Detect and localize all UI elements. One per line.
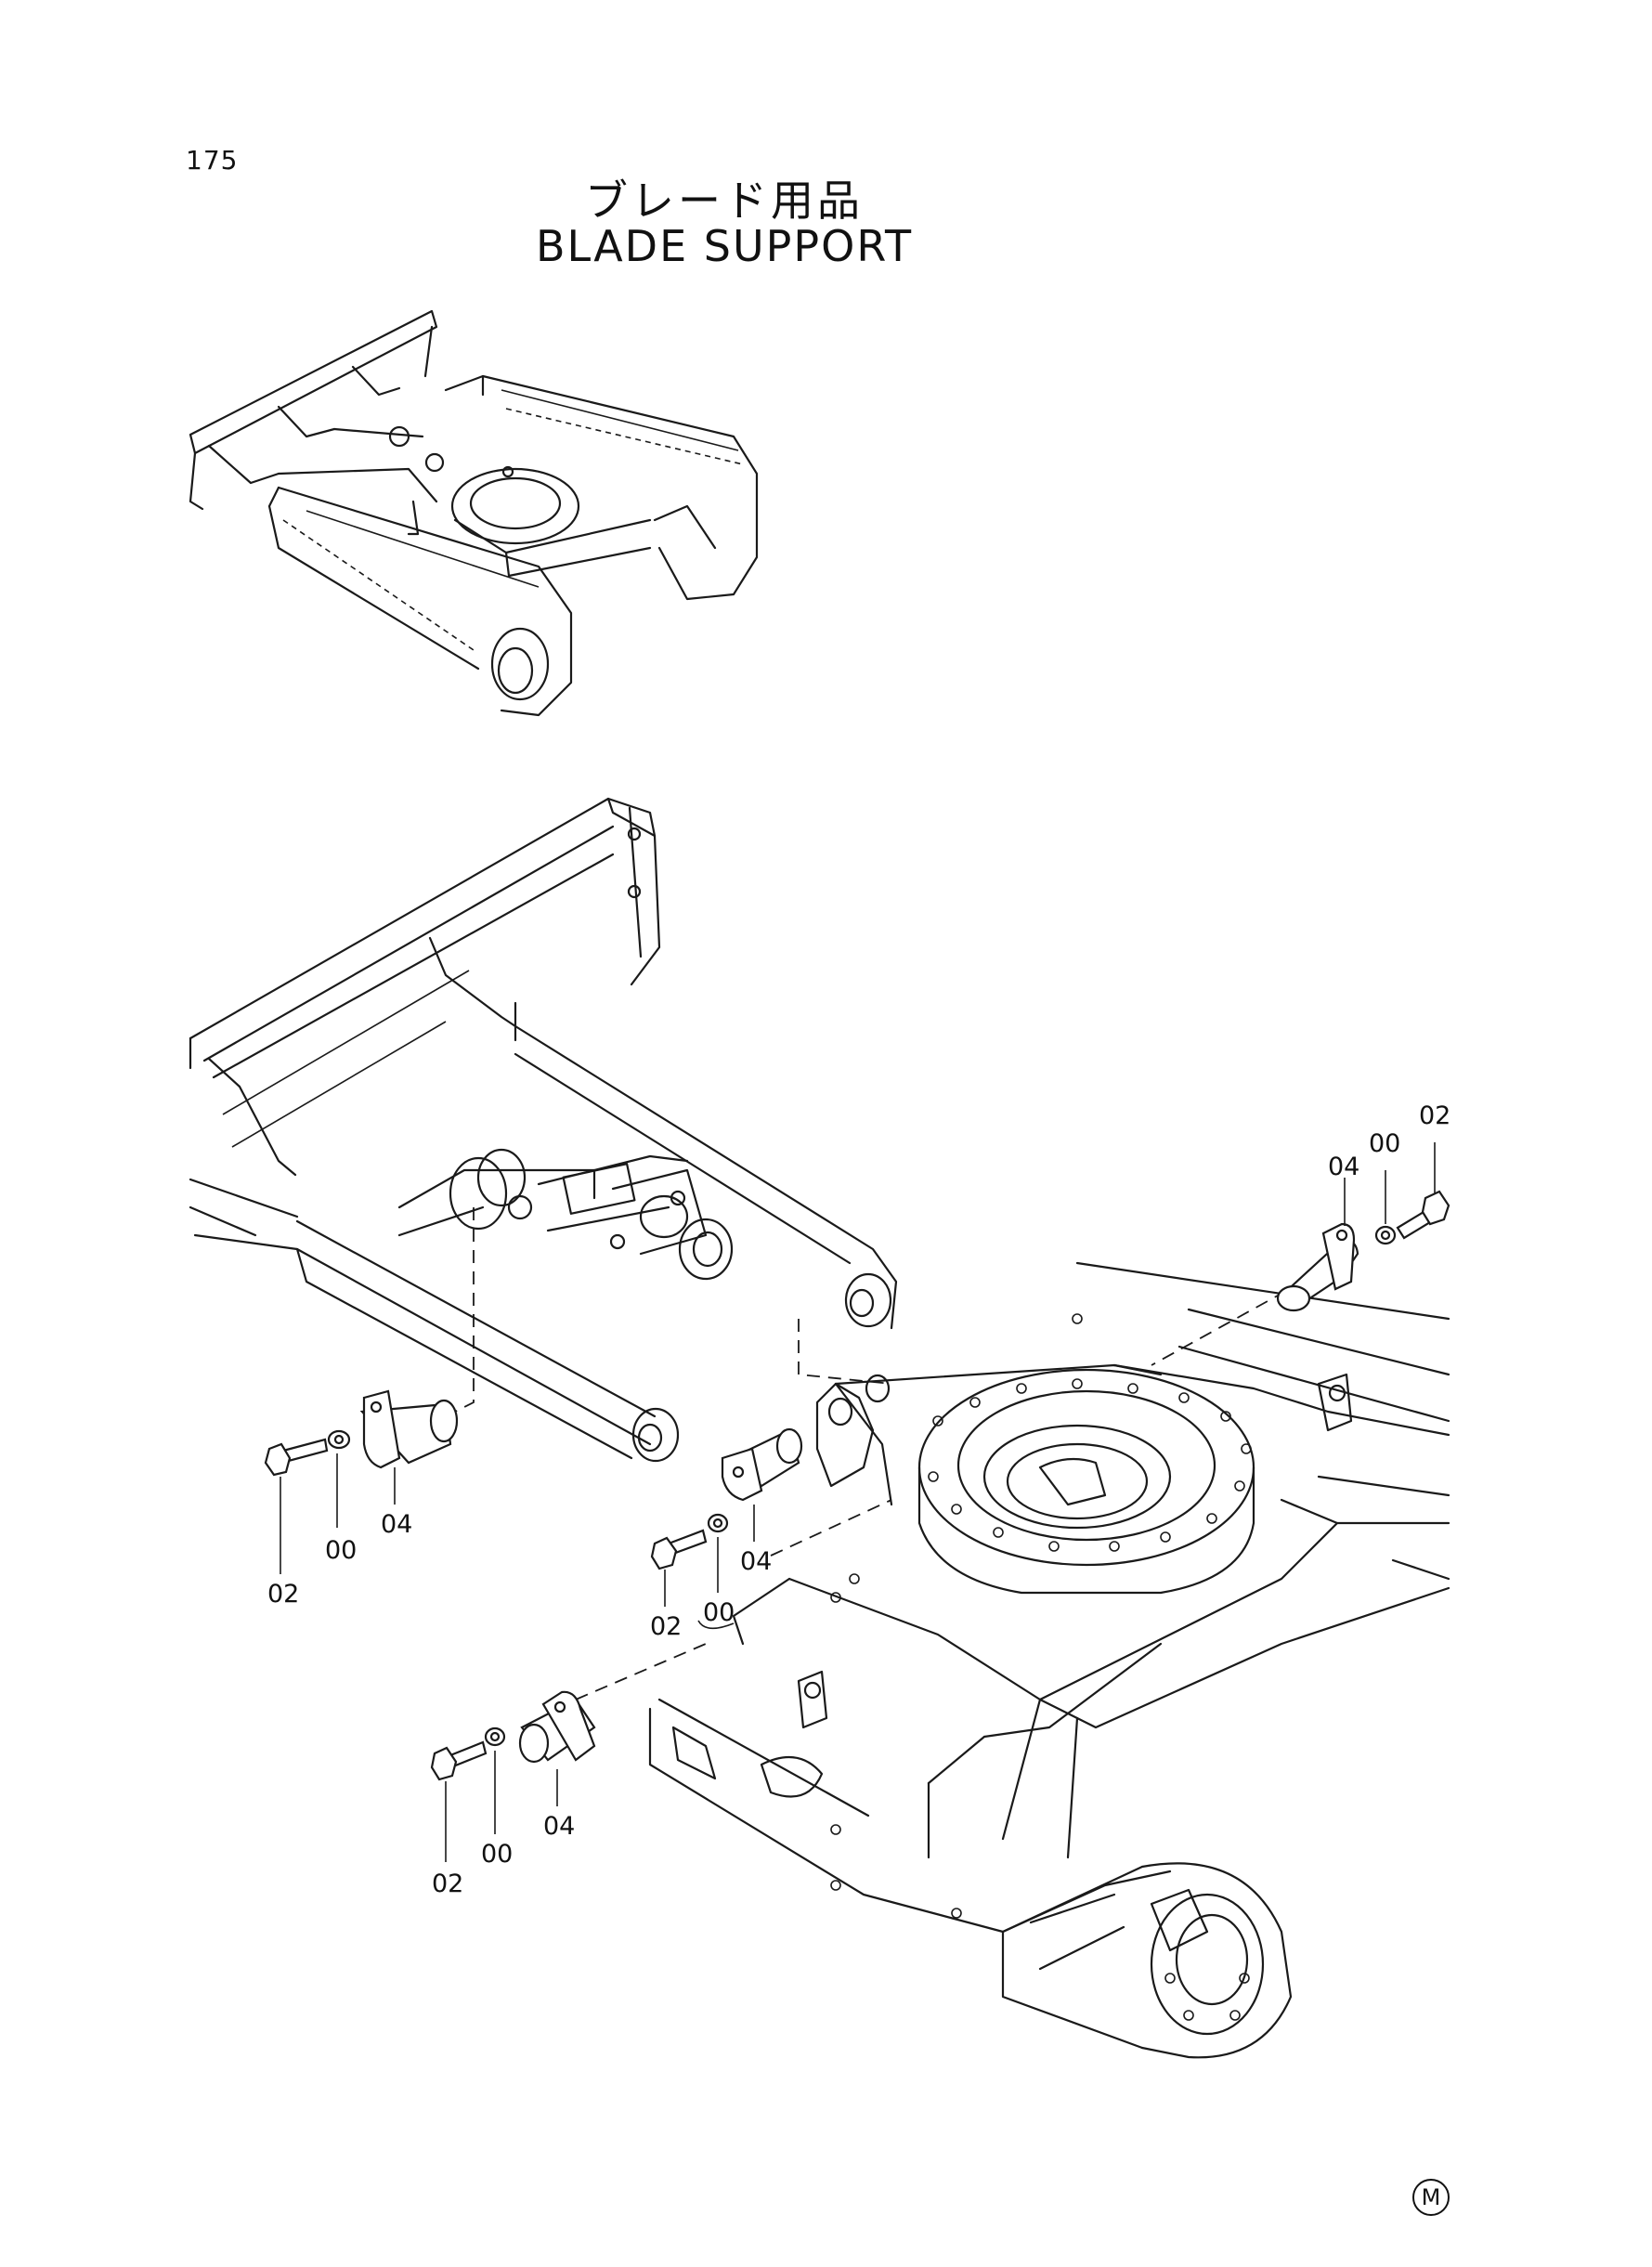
hex-bolt-part (650, 1529, 708, 1570)
hex-bolt-part (1396, 1190, 1450, 1240)
callout-left-bolt: 02 (267, 1580, 299, 1609)
callout-center-pin: 04 (740, 1547, 772, 1576)
page-title-english: BLADE SUPPORT (535, 221, 914, 271)
part-group-left: 04 00 02 (264, 1389, 459, 1609)
spring-washer-part (327, 1429, 351, 1450)
blade-pin-part (359, 1389, 459, 1469)
overview-machine-illustration (189, 309, 759, 717)
callout-lower-pin: 04 (543, 1812, 575, 1841)
page-title-japanese: ブレード用品 (585, 176, 864, 226)
part-group-lower: 04 00 02 (430, 1690, 596, 1898)
hex-bolt-part (264, 1438, 329, 1477)
callout-upper-right-washer: 00 (1369, 1129, 1400, 1158)
manufacturer-mark-icon: M (1412, 2179, 1450, 2216)
blade-pin-part (721, 1427, 803, 1502)
callout-lower-washer: 00 (481, 1840, 513, 1869)
spring-washer-part (1374, 1225, 1397, 1245)
callout-left-pin: 04 (381, 1510, 412, 1539)
part-group-center: 04 00 02 (650, 1427, 803, 1641)
spring-washer-part (484, 1726, 506, 1747)
callout-center-washer: 00 (703, 1598, 735, 1627)
part-group-upper-right: 04 00 02 (1276, 1101, 1450, 1312)
spring-washer-part (707, 1513, 729, 1533)
callout-upper-right-bolt: 02 (1419, 1101, 1450, 1130)
callout-lower-bolt: 02 (432, 1870, 463, 1898)
assembly-leader-lines (436, 1207, 1287, 1700)
callout-center-bolt: 02 (650, 1612, 682, 1641)
blade-pin-part (1276, 1222, 1359, 1312)
callout-left-washer: 00 (325, 1536, 357, 1565)
page-number: 175 (186, 145, 239, 176)
blade-pin-part (518, 1690, 596, 1764)
callout-upper-right-pin: 04 (1328, 1153, 1359, 1181)
hex-bolt-part (430, 1740, 488, 1781)
